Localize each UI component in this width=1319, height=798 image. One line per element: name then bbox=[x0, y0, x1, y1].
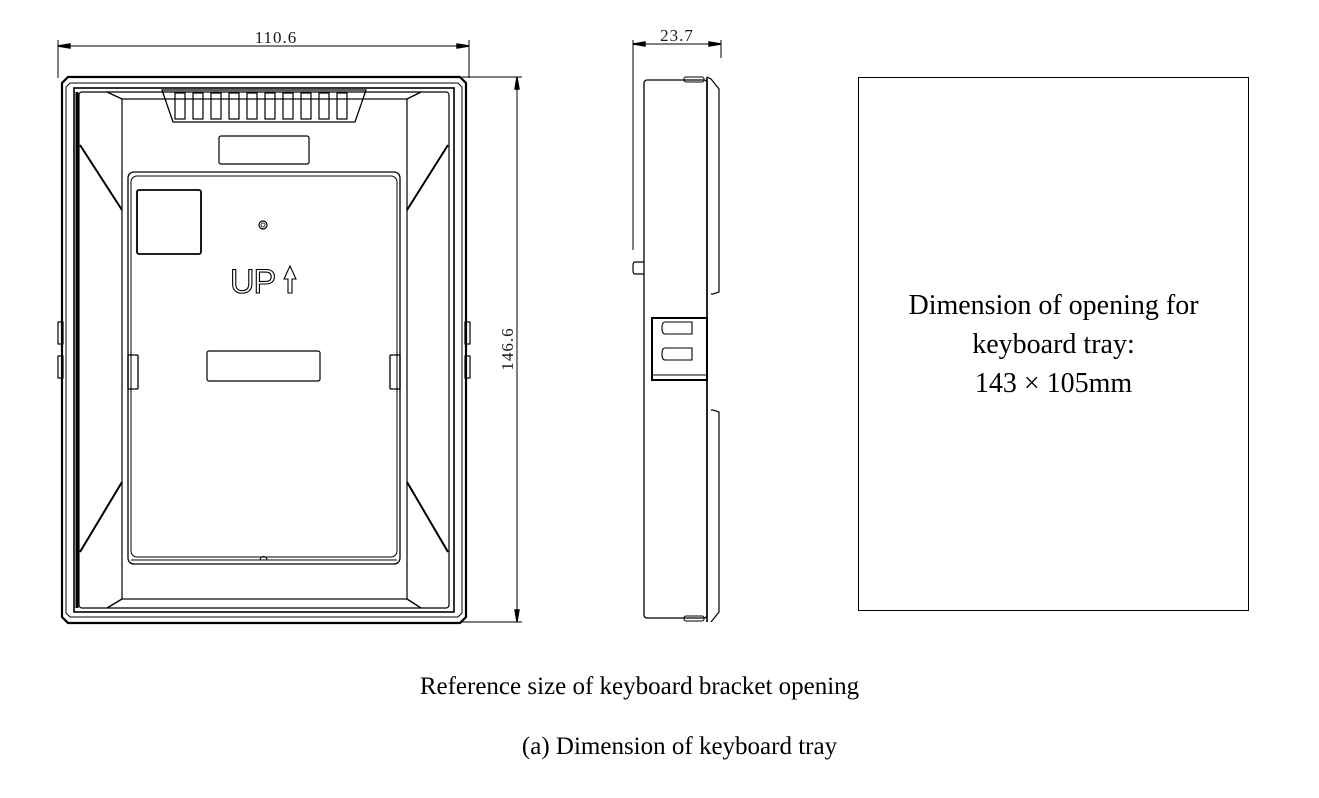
reference-caption: Reference size of keyboard bracket openi… bbox=[419, 673, 860, 700]
note-line-3: 143 × 105mm bbox=[974, 367, 1133, 399]
side-view bbox=[632, 40, 722, 623]
height-dimension-label: 146.6 bbox=[498, 327, 517, 370]
width-dimension-label: 110.6 bbox=[255, 28, 298, 47]
note-line-1: Dimension of opening for bbox=[908, 289, 1199, 321]
front-view bbox=[57, 40, 522, 625]
depth-dimension-label: 23.7 bbox=[660, 26, 694, 45]
up-orientation-marker: UP bbox=[229, 262, 297, 302]
up-arrow-icon bbox=[283, 264, 297, 294]
opening-dimension-note: Dimension of opening for keyboard tray: … bbox=[858, 77, 1249, 611]
note-line-2: keyboard tray: bbox=[972, 328, 1135, 360]
figure-caption: (a) Dimension of keyboard tray bbox=[521, 733, 838, 760]
up-label: UP bbox=[230, 263, 275, 301]
